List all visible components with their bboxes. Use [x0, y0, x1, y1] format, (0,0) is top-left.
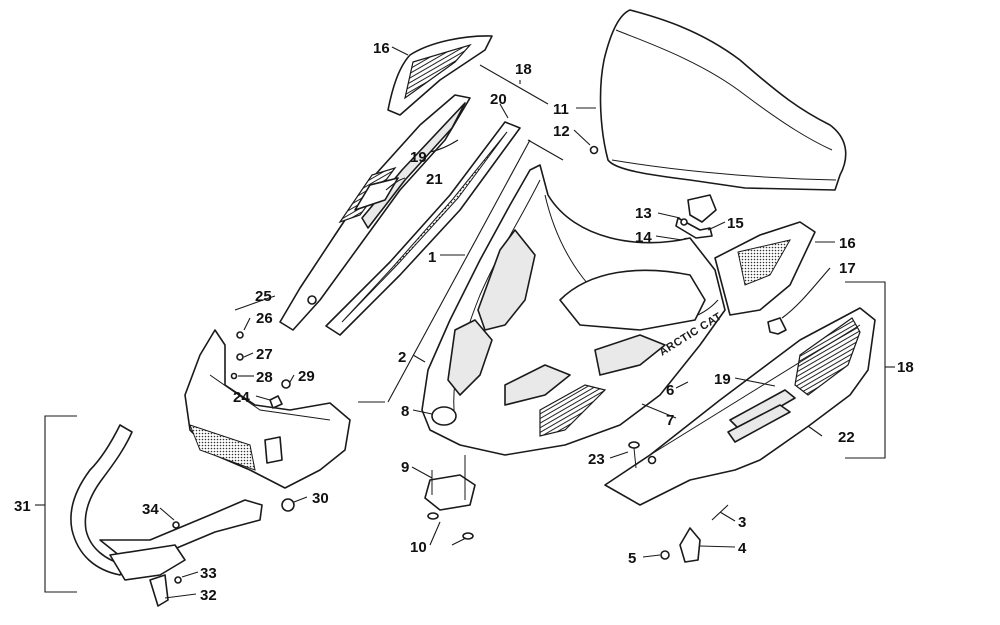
callout-labels: 1 2 3 4 5 6 7 8 9 10 11 12 13 14 15 16 1… [14, 40, 914, 604]
callout-20: 20 [490, 91, 507, 108]
callout-27: 27 [256, 346, 273, 363]
callout-26: 26 [256, 310, 273, 327]
callout-30: 30 [312, 490, 329, 507]
small-screws-part [230, 331, 244, 380]
right-side-grille-part [714, 221, 816, 316]
callout-5: 5 [628, 550, 636, 567]
callout-17: 17 [839, 260, 856, 277]
callout-29: 29 [298, 368, 315, 385]
callout-19-left: 19 [410, 149, 427, 166]
callout-15: 15 [727, 215, 744, 232]
windshield-part [599, 9, 847, 191]
callout-16-right: 16 [839, 235, 856, 252]
callout-7: 7 [666, 412, 674, 429]
callout-4: 4 [738, 540, 747, 557]
top-grille-part [387, 35, 493, 116]
mount-hardware-part [660, 504, 729, 563]
front-nose-part [184, 329, 351, 512]
clip-part [767, 317, 787, 335]
callout-24: 24 [233, 389, 250, 406]
callout-6: 6 [666, 382, 674, 399]
callout-3: 3 [738, 514, 746, 531]
callout-28: 28 [256, 369, 273, 386]
callout-25: 25 [255, 288, 272, 305]
trim-strip-part [325, 121, 521, 336]
screw-part [628, 441, 640, 469]
callout-16-top: 16 [373, 40, 390, 57]
callout-14: 14 [635, 229, 652, 246]
callout-18-right: 18 [897, 359, 914, 376]
callout-19-right: 19 [714, 371, 731, 388]
callout-22: 22 [838, 429, 855, 446]
callout-18-top: 18 [515, 61, 532, 78]
front-bumper-part [70, 424, 263, 607]
leader-lines [35, 46, 895, 599]
windshield-fastener-part [589, 145, 599, 155]
callout-31: 31 [14, 498, 31, 515]
callout-13: 13 [635, 205, 652, 222]
callout-2: 2 [398, 349, 406, 366]
callout-11: 11 [553, 101, 569, 118]
callout-12: 12 [553, 123, 570, 140]
callout-10: 10 [410, 539, 427, 556]
windshield-bracket-part [675, 194, 717, 245]
hinge-bracket-part [424, 455, 476, 540]
hood-part: ARCTIC CAT [421, 164, 726, 456]
callout-32: 32 [200, 587, 217, 604]
right-side-panel-part [604, 307, 876, 506]
callout-33: 33 [200, 565, 217, 582]
callout-21: 21 [426, 171, 443, 188]
callout-8: 8 [401, 403, 409, 420]
left-side-panel-part [279, 94, 471, 331]
callout-1: 1 [428, 249, 436, 266]
callout-23: 23 [588, 451, 605, 468]
callout-34: 34 [142, 501, 159, 518]
callout-9: 9 [401, 459, 409, 476]
